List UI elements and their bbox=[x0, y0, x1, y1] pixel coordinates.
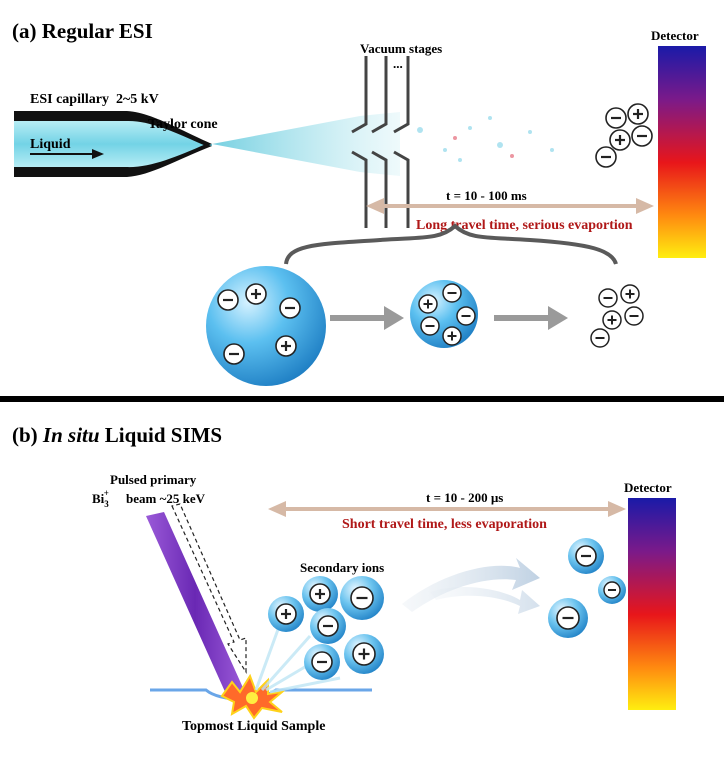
detector-b-label: Detector bbox=[624, 480, 672, 495]
esi-capillary bbox=[14, 111, 212, 177]
positive-ion-icon bbox=[609, 129, 631, 151]
negative-ion-icon bbox=[420, 316, 440, 336]
negative-ion-icon bbox=[590, 328, 610, 348]
free-ions bbox=[590, 284, 644, 348]
positive-ion-icon bbox=[418, 294, 438, 314]
beam-direction-arrow bbox=[171, 503, 247, 675]
beam-label-line2: beam ~25 keV bbox=[126, 491, 206, 506]
negative-ion-icon bbox=[598, 576, 626, 604]
spray-droplets bbox=[417, 116, 554, 162]
liquid-label: Liquid bbox=[30, 137, 71, 152]
travel-time-arrow-b bbox=[268, 501, 626, 517]
vacuum-stages-label: Vacuum stages bbox=[360, 41, 442, 56]
negative-ion-icon bbox=[340, 576, 384, 620]
time-label-a: t = 10 - 100 ms bbox=[446, 188, 527, 203]
evaporation-label-b: Short travel time, less evaporation bbox=[342, 517, 547, 532]
primary-beam bbox=[146, 512, 244, 694]
evaporation-label-a: Long travel time, serious evaportion bbox=[416, 218, 633, 233]
secondary-ion-cluster bbox=[268, 576, 384, 680]
positive-ion-icon bbox=[268, 596, 304, 632]
secondary-ions-label: Secondary ions bbox=[300, 560, 384, 575]
negative-ion-icon bbox=[304, 644, 340, 680]
detector-a bbox=[658, 46, 706, 258]
evaporation-arrow-2 bbox=[494, 306, 568, 330]
detector-a-label: Detector bbox=[651, 28, 699, 43]
negative-ion-icon bbox=[223, 343, 245, 365]
negative-ion-icon bbox=[595, 146, 617, 168]
negative-ion-icon bbox=[310, 608, 346, 644]
positive-ion-icon bbox=[442, 326, 462, 346]
panel-a: (a) Regular ESI ESI capillary 2~5 kV Liq… bbox=[12, 19, 706, 386]
brace bbox=[284, 223, 618, 265]
emission-rays bbox=[254, 623, 341, 694]
ion-flight-swoosh bbox=[402, 558, 540, 614]
spray-plume bbox=[212, 112, 400, 176]
panel-divider bbox=[0, 396, 724, 402]
negative-ion-icon bbox=[217, 289, 239, 311]
sample-label: Topmost Liquid Sample bbox=[182, 719, 325, 734]
evaporation-arrow-1 bbox=[330, 306, 404, 330]
capillary-label: ESI capillary bbox=[30, 92, 109, 107]
negative-ion-icon bbox=[279, 297, 301, 319]
detector-b bbox=[628, 498, 676, 710]
ion-cluster-a-detector bbox=[595, 103, 653, 168]
beam-label-line1: Pulsed primary bbox=[110, 472, 197, 487]
positive-ion-icon bbox=[245, 283, 267, 305]
negative-ion-icon bbox=[598, 288, 618, 308]
travel-time-arrow-a bbox=[366, 198, 654, 214]
positive-ion-icon bbox=[275, 335, 297, 357]
medium-droplet bbox=[410, 280, 478, 348]
negative-ion-icon bbox=[624, 306, 644, 326]
positive-ion-icon bbox=[602, 310, 622, 330]
negative-ion-icon bbox=[631, 125, 653, 147]
voltage-label: 2~5 kV bbox=[116, 92, 159, 107]
large-droplet bbox=[206, 266, 326, 386]
beam-label-species: Bi3+ bbox=[92, 488, 109, 509]
vacuum-dots: ... bbox=[393, 56, 403, 71]
negative-ion-icon bbox=[456, 306, 476, 326]
impact-core bbox=[246, 692, 258, 704]
arriving-ions bbox=[548, 538, 626, 638]
negative-ion-icon bbox=[548, 598, 588, 638]
positive-ion-icon bbox=[302, 576, 338, 612]
negative-ion-icon bbox=[442, 283, 462, 303]
negative-ion-icon bbox=[605, 107, 627, 129]
positive-ion-icon bbox=[344, 634, 384, 674]
panel-b-title: (b) In situ Liquid SIMS bbox=[12, 423, 222, 447]
liquid-flow-arrow bbox=[30, 149, 104, 159]
taylor-cone-label: Taylor cone bbox=[148, 117, 218, 132]
negative-ion-icon bbox=[568, 538, 604, 574]
time-label-b: t = 10 - 200 µs bbox=[426, 490, 503, 505]
positive-ion-icon bbox=[620, 284, 640, 304]
positive-ion-icon bbox=[627, 103, 649, 125]
panel-a-title: (a) Regular ESI bbox=[12, 19, 153, 43]
panel-b: (b) In situ Liquid SIMS Pulsed primary B… bbox=[12, 423, 676, 734]
